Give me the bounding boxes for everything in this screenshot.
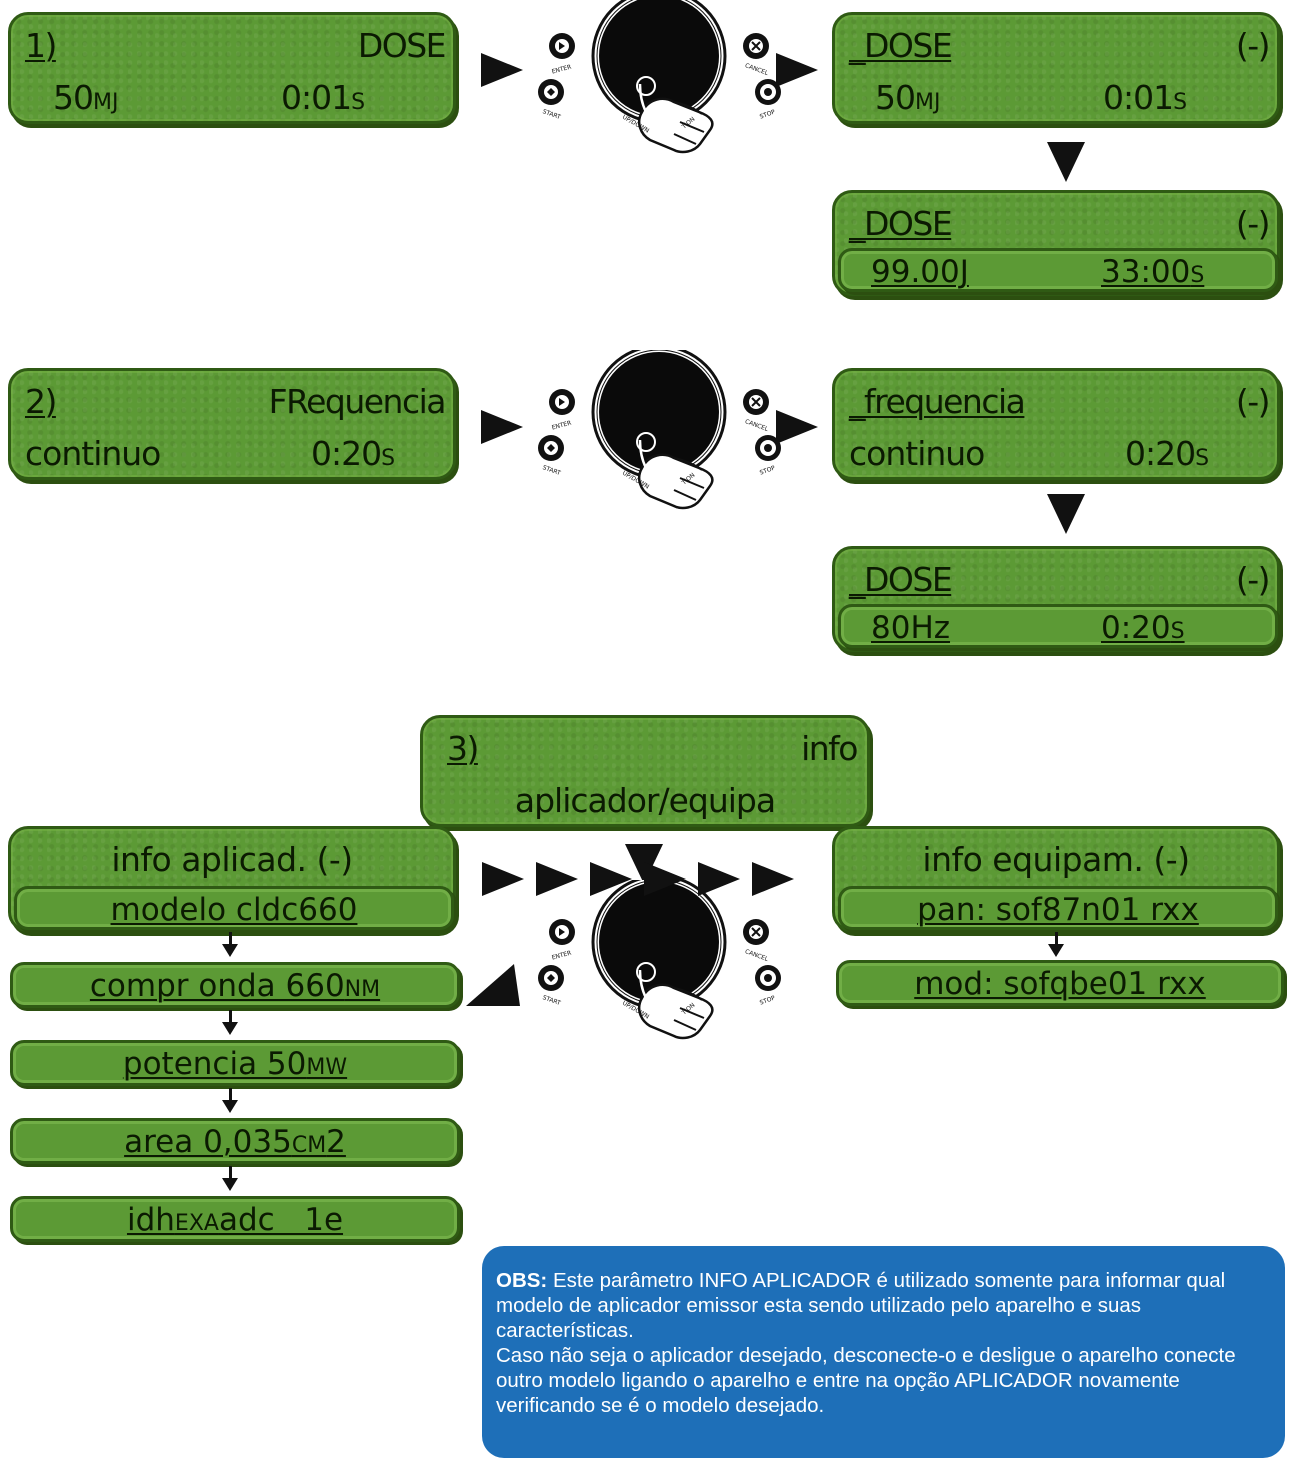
step3-main-title: 3) [447, 729, 479, 768]
arrow-down-icon [1047, 494, 1085, 534]
step1-main-title: 1) [25, 26, 57, 65]
step2-edit-time: 0:20S [1125, 434, 1210, 473]
arrow-down-icon [222, 944, 238, 957]
step2-main-mode: FRequencia [268, 382, 447, 421]
step1-edit-display: _DOSE (-) 50MJ 0:01S [832, 12, 1280, 124]
step2-result-value-bar: 80Hz 0:20S [838, 604, 1278, 648]
aplicador-item: potencia 50MW [10, 1040, 460, 1086]
arrow-right-icon [644, 862, 686, 896]
step1-edit-value: 50MJ [875, 78, 941, 117]
step1-main-display: 1) DOSE 50MJ 0:01S [8, 12, 456, 124]
step1-max-value-bar: 99.00J 33:00S [838, 248, 1278, 292]
step1-edit-title: _DOSE [849, 26, 953, 65]
connector-line [1055, 932, 1058, 946]
obs-text-2: Caso não seja o aplicador desejado, desc… [496, 1344, 1236, 1417]
arrow-right-icon [698, 862, 740, 896]
step2-edit-title: _frequencia [849, 382, 1026, 421]
equipamento-header: info equipam. (-) [922, 840, 1190, 879]
step2-result-title: _DOSE [849, 560, 953, 599]
arrow-up-icon [466, 964, 520, 1006]
control-panel-icon [536, 0, 783, 154]
arrow-right-icon [776, 53, 818, 87]
aplicador-header: info aplicad. (-) [111, 840, 353, 879]
arrow-down-icon [1048, 944, 1064, 957]
obs-note: OBS: Este parâmetro INFO APLICADOR é uti… [482, 1246, 1285, 1458]
arrow-down-icon [222, 1178, 238, 1191]
step3-main-mode: info [801, 729, 858, 768]
obs-text: Este parâmetro INFO APLICADOR é utilizad… [496, 1269, 1226, 1342]
step2-edit-display: _frequencia (-) continuo 0:20S [832, 368, 1280, 480]
arrow-down-icon [222, 1100, 238, 1113]
arrow-right-icon [776, 410, 818, 444]
connector-line [229, 1010, 232, 1024]
control-panel-icon [536, 880, 783, 1040]
step1-max-display: _DOSE (-) [832, 190, 1280, 296]
equipamento-item: pan: sof87n01 rxx [838, 886, 1278, 930]
step2-result-time: 0:20S [1101, 610, 1185, 646]
aplicador-item: area 0,035CM2 [10, 1118, 460, 1164]
arrow-right-icon [536, 862, 578, 896]
step2-main-time: 0:20S [311, 434, 396, 473]
equipamento-item: mod: sofqbe01 rxx [836, 960, 1284, 1006]
arrow-right-icon [482, 862, 524, 896]
step3-main-line2: aplicador/equipa [514, 781, 776, 820]
connector-line [229, 932, 232, 946]
aplicador-item: modelo cldc660 [14, 886, 454, 930]
step2-result-value: 80Hz [871, 610, 951, 646]
step3-main-display: 3) info aplicador/equipa [420, 715, 870, 827]
step2-main-display: 2) FRequencia continuo 0:20S [8, 368, 456, 480]
arrow-right-icon [752, 862, 794, 896]
connector-line [229, 1166, 232, 1180]
obs-label: OBS: [496, 1269, 548, 1292]
step2-result-sign: (-) [1235, 560, 1271, 599]
step1-max-title: _DOSE [849, 204, 953, 243]
arrow-down-icon [1047, 142, 1085, 182]
step2-edit-value: continuo [849, 434, 985, 473]
step1-main-mode: DOSE [357, 26, 447, 65]
step2-main-title: 2) [25, 382, 57, 421]
step1-edit-time: 0:01S [1103, 78, 1188, 117]
step2-main-value: continuo [25, 434, 161, 473]
connector-line [229, 1088, 232, 1102]
arrow-down-icon [222, 1022, 238, 1035]
step1-max-sign: (-) [1235, 204, 1271, 243]
step1-max-value: 99.00J [871, 254, 969, 290]
step1-max-time: 33:00S [1101, 254, 1205, 290]
arrow-right-icon [590, 862, 632, 896]
step2-edit-sign: (-) [1235, 382, 1271, 421]
step1-edit-sign: (-) [1235, 26, 1271, 65]
arrow-right-icon [481, 53, 523, 87]
aplicador-item: idhEXAadc 1e [10, 1196, 460, 1242]
step1-main-value: 50MJ [53, 78, 119, 117]
aplicador-item: compr onda 660NM [10, 962, 460, 1008]
step1-main-time: 0:01S [281, 78, 366, 117]
arrow-right-icon [481, 410, 523, 444]
control-panel-icon [536, 350, 783, 510]
